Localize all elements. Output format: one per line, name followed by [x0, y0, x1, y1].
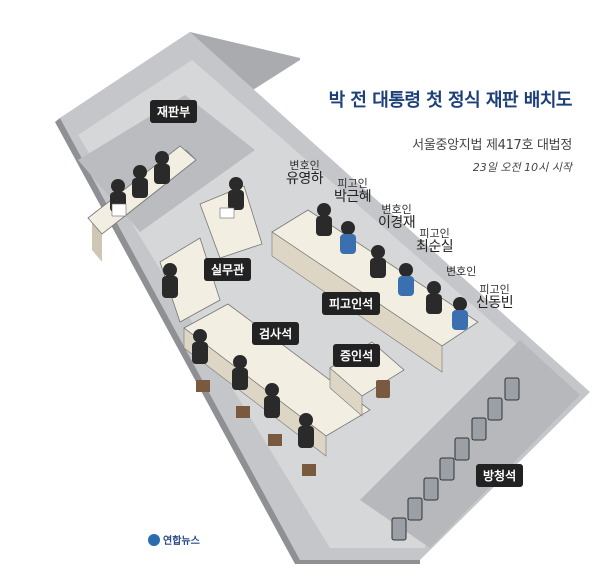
yonhap-logo-icon — [148, 533, 160, 546]
diagram-time: 23일 오전 10시 시작 — [472, 161, 572, 174]
yonhap-logo: 연합뉴스 — [148, 532, 200, 547]
diagram-title: 박 전 대통령 첫 정식 재판 배치도 — [328, 90, 573, 111]
zone-defendant-seats: 피고인석 — [322, 292, 381, 315]
zone-witness: 증인석 — [333, 344, 381, 367]
clerks-group — [162, 177, 244, 298]
gallery-ledge — [360, 340, 580, 548]
zone-prosecution: 검사석 — [252, 322, 300, 345]
zone-judges: 재판부 — [150, 100, 198, 123]
diagram-subtitle: 서울중앙지법 제417호 대법정 — [412, 138, 572, 153]
defendants-group — [316, 203, 468, 330]
witness-chair — [376, 380, 390, 398]
zone-gallery: 방청석 — [476, 464, 524, 487]
person-label: 변호인 — [446, 265, 477, 278]
zone-clerk: 실무관 — [204, 258, 252, 281]
judge-bench-front — [92, 222, 102, 262]
yonhap-logo-text: 연합뉴스 — [163, 536, 200, 547]
title-block: 박 전 대통령 첫 정식 재판 배치도 서울중앙지법 제417호 대법정 23일… — [328, 86, 573, 175]
gallery-chairs — [391, 377, 520, 541]
judges-group — [110, 151, 170, 217]
witness-stand-front — [329, 367, 363, 417]
prosecutors-group — [192, 329, 316, 476]
